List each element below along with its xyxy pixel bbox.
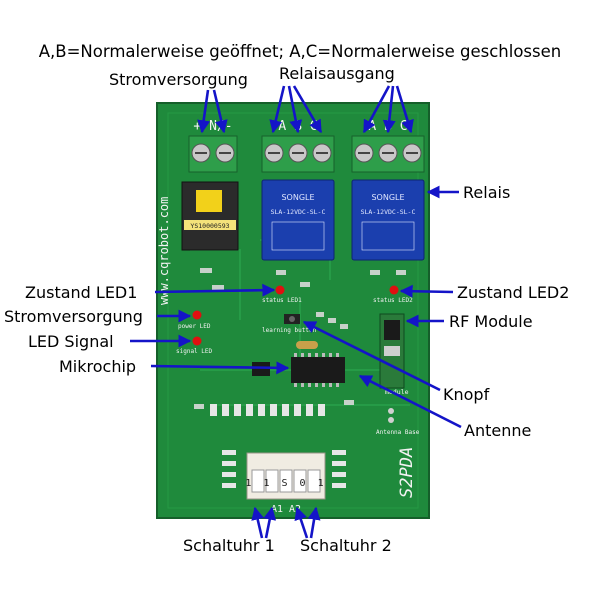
antenna-base-silk: Antenna Base xyxy=(376,429,420,436)
power-terminal-block: + N/- xyxy=(188,119,238,173)
status-led2 xyxy=(389,285,399,295)
signal-led-silk: signal LED xyxy=(176,348,213,355)
callout-status-led2: Zustand LED2 xyxy=(457,283,569,302)
callout-antenna: Antenne xyxy=(464,421,531,440)
callout-timer2: Schaltuhr 2 xyxy=(300,536,392,555)
module-silk: module xyxy=(385,388,409,396)
crystal xyxy=(296,341,318,349)
status-led1-silk: status LED1 xyxy=(262,297,302,304)
resistor-row xyxy=(210,404,325,416)
callout-status-led1: Zustand LED1 xyxy=(25,283,137,302)
rf-module xyxy=(379,313,405,389)
callout-arrows xyxy=(130,85,462,539)
callout-microchip: Mikrochip xyxy=(59,357,136,376)
callout-button: Knopf xyxy=(443,385,490,404)
power-terminal-label: + N/- xyxy=(193,119,232,134)
relay-1: SONGLE SLA-12VDC-SL-C xyxy=(261,179,335,261)
status-led2-silk: status LED2 xyxy=(373,297,413,304)
callout-rf-module: RF Module xyxy=(449,312,533,331)
learning-button-silk: learning button xyxy=(262,327,317,334)
relay1-terminal-block: A B C xyxy=(261,119,335,173)
model-silkscreen: S2PDA xyxy=(397,447,417,498)
microchip xyxy=(291,353,345,387)
power-module: YS10000593 xyxy=(181,181,239,251)
power-led xyxy=(192,310,202,320)
passive-components xyxy=(194,268,406,409)
relay2-terminal-block: A B C xyxy=(351,119,425,173)
status-led1 xyxy=(275,285,285,295)
relay-2: SONGLE SLA-12VDC-SL-C xyxy=(351,179,425,261)
relay1-brand: SONGLE xyxy=(281,193,314,202)
power-led-silk: power LED xyxy=(178,323,211,330)
power-supply-title: Stromversorgung xyxy=(109,70,248,89)
transformer-code: YS10000593 xyxy=(190,222,229,230)
relay2-brand: SONGLE xyxy=(371,193,404,202)
callout-led-signal: LED Signal xyxy=(28,332,114,351)
callout-power-supply: Stromversorgung xyxy=(4,307,143,326)
timer-codes-silk: A1 A2 xyxy=(271,504,301,515)
signal-led xyxy=(192,336,202,346)
callout-timer1: Schaltuhr 1 xyxy=(183,536,275,555)
timer-resistors xyxy=(222,450,346,488)
relay-output-title: Relaisausgang xyxy=(279,64,395,83)
timer-dip-label: 1 1 S 0 1 xyxy=(245,478,326,489)
timer-connector xyxy=(246,452,326,500)
secondary-ic xyxy=(252,362,270,376)
relay2-model: SLA-12VDC-SL-C xyxy=(361,208,416,216)
website-silkscreen: www.cqrobot.com xyxy=(157,197,171,305)
antenna-base xyxy=(388,408,394,423)
relay1-model: SLA-12VDC-SL-C xyxy=(271,208,326,216)
learning-button xyxy=(284,314,300,324)
contact-legend: A,B=Normalerweise geöffnet; A,C=Normaler… xyxy=(39,42,561,61)
callout-relay: Relais xyxy=(463,183,510,202)
